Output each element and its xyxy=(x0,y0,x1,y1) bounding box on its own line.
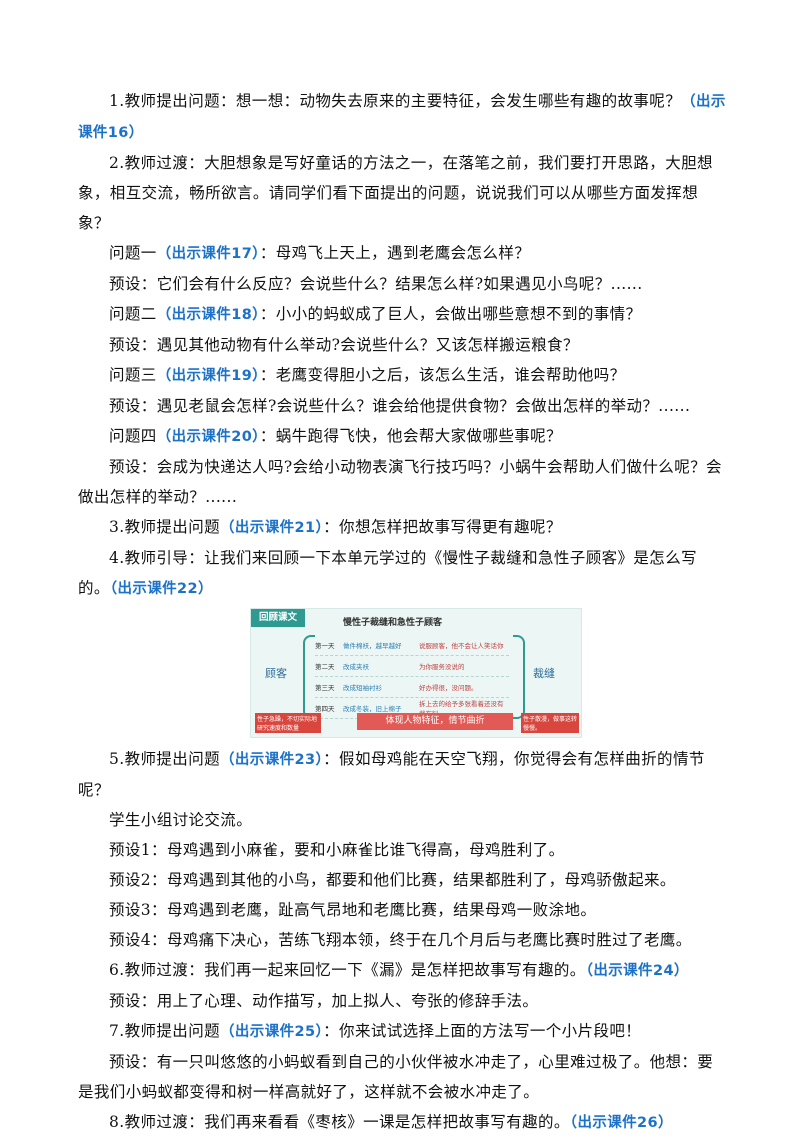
figure-row-tailor: 好办得很，没问题。 xyxy=(419,684,478,692)
figure-title: 慢性子裁缝和急性子顾客 xyxy=(343,618,443,628)
paragraph-text: 预设3：母鸡遇到老鹰，趾高气昂地和老鹰比赛，结果母鸡一败涂地。 xyxy=(109,901,597,919)
figure-row-customer: 做件棉袄，越早越好 xyxy=(343,642,402,650)
courseware-reference: （出示课件25） xyxy=(220,1024,324,1040)
paragraph-p7: 问题三（出示课件19）：老鹰变得胆小之后，该怎么生活，谁会帮助他吗？ xyxy=(78,360,728,391)
paragraph-text: 预设：它们会有什么反应？会说些什么？结果怎么样?如果遇见小鸟呢？...... xyxy=(109,275,643,293)
courseware-reference: （出示课件20） xyxy=(156,429,260,445)
figure-row-day: 第三天 xyxy=(315,684,335,692)
paragraph-text: 问题一 xyxy=(109,244,157,262)
paragraph-text: 预设2：母鸡遇到其他的小鸟，都要和他们比赛，结果都胜利了，母鸡骄傲起来。 xyxy=(109,871,676,889)
paragraph-text: 6.教师过渡：我们再一起来回忆一下《漏》是怎样把故事写有趣的。 xyxy=(109,961,586,979)
courseware-reference: （出示课件21） xyxy=(220,520,324,536)
figure-row: 第一天做件棉袄，越早越好 说服顾客，他不会让人笑话你 xyxy=(315,635,509,656)
paragraph-p4: 预设：它们会有什么反应？会说些什么？结果怎么样?如果遇见小鸟呢？...... xyxy=(78,269,728,299)
paragraph-text: 预设：用上了心理、动作描写，加上拟人、夸张的修辞手法。 xyxy=(109,992,539,1010)
paragraph-p12: 4.教师引导：让我们来回顾一下本单元学过的《慢性子裁缝和急性子顾客》是怎么写的。… xyxy=(78,543,728,604)
courseware-reference: （出示课件23） xyxy=(220,752,324,768)
document-body: 1.教师提出问题：想一想：动物失去原来的主要特征，会发生哪些有趣的故事呢？（出示… xyxy=(78,86,728,1138)
paragraph-text: ：老鹰变得胆小之后，该怎么生活，谁会帮助他吗？ xyxy=(259,366,626,384)
paragraph-text: 预设4：母鸡痛下决心，苦练飞翔本领，终于在几个月后与老鹰比赛时胜过了老鹰。 xyxy=(109,931,692,949)
courseware-reference: （出示课件26） xyxy=(569,1115,673,1131)
paragraph-q9: 7.教师提出问题（出示课件25）：你来试试选择上面的方法写一个小片段吧！ xyxy=(78,1016,728,1047)
figure-note-left: 性子急躁，不切实际地研究速度和数量 xyxy=(255,713,321,733)
paragraph-q8: 预设：用上了心理、动作描写，加上拟人、夸张的修辞手法。 xyxy=(78,986,728,1016)
figure-row-day: 第二天 xyxy=(315,663,335,671)
paragraph-text: 7.教师提出问题 xyxy=(109,1022,220,1040)
paragraph-text: 预设：会成为快递达人吗?会给小动物表演飞行技巧吗？小蜗牛会帮助人们做什么呢？会做… xyxy=(78,458,722,506)
paragraph-q7: 6.教师过渡：我们再一起来回忆一下《漏》是怎样把故事写有趣的。（出示课件24） xyxy=(78,955,728,986)
paragraph-text: 预设：有一只叫悠悠的小蚂蚁看到自己的小伙伴被水冲走了，心里难过极了。他想：要是我… xyxy=(78,1053,714,1101)
paragraph-text: 4.教师引导：让我们来回顾一下本单元学过的《慢性子裁缝和急性子顾客》是怎么写的。 xyxy=(78,549,697,597)
paragraph-p2: 2.教师过渡：大胆想象是写好童话的方法之一，在落笔之前，我们要打开思路，大胆想象… xyxy=(78,148,728,238)
paragraph-text: 预设：遇见其他动物有什么举动?会说些什么？又该怎样搬运粮食？ xyxy=(109,336,579,354)
paragraph-q3: 预设1：母鸡遇到小麻雀，要和小麻雀比谁飞得高，母鸡胜利了。 xyxy=(78,835,728,865)
figure-row-day: 第一天 xyxy=(315,642,335,650)
figure-row: 第二天改成夹袄 为你服务没说的 xyxy=(315,656,509,677)
paragraph-q11: 8.教师过渡：我们再来看看《枣核》一课是怎样把故事写有趣的。（出示课件26） xyxy=(78,1107,728,1138)
paragraph-p9: 问题四（出示课件20）：蜗牛跑得飞快，他会帮大家做哪些事呢？ xyxy=(78,421,728,452)
figure-rows: 第一天做件棉袄，越早越好说服顾客，他不会让人笑话你第二天改成夹袄为你服务没说的第… xyxy=(315,635,509,719)
right-brace xyxy=(513,635,525,719)
paragraph-p10: 预设：会成为快递达人吗?会给小动物表演飞行技巧吗？小蜗牛会帮助人们做什么呢？会做… xyxy=(78,452,728,512)
paragraph-text: 问题三 xyxy=(109,366,157,384)
paragraph-text: ：你想怎样把故事写得更有趣呢？ xyxy=(323,518,562,536)
courseware-slide-image: 回顾课文 慢性子裁缝和急性子顾客 顾客 第一天做件棉袄，越早越好 说服顾客，他不会… xyxy=(250,608,582,738)
paragraph-q4: 预设2：母鸡遇到其他的小鸟，都要和他们比赛，结果都胜利了，母鸡骄傲起来。 xyxy=(78,865,728,895)
paragraph-group-2: 5.教师提出问题（出示课件23）：假如母鸡能在天空飞翔，你觉得会有怎样曲折的情节… xyxy=(78,744,728,1138)
paragraph-p8: 预设：遇见老鼠会怎样?会说些什么？谁会给他提供食物？会做出怎样的举动？.....… xyxy=(78,391,728,421)
paragraph-text: 预设：遇见老鼠会怎样?会说些什么？谁会给他提供食物？会做出怎样的举动？.....… xyxy=(109,397,691,415)
figure-left-node: 顾客 xyxy=(265,667,287,680)
paragraph-q10: 预设：有一只叫悠悠的小蚂蚁看到自己的小伙伴被水冲走了，心里难过极了。他想：要是我… xyxy=(78,1047,728,1107)
courseware-reference: （出示课件19） xyxy=(156,368,260,384)
paragraph-text: 8.教师过渡：我们再来看看《枣核》一课是怎样把故事写有趣的。 xyxy=(109,1113,570,1131)
paragraph-text: 2.教师过渡：大胆想象是写好童话的方法之一，在落笔之前，我们要打开思路，大胆想象… xyxy=(78,154,713,232)
paragraph-text: ：你来试试选择上面的方法写一个小片段吧！ xyxy=(323,1022,642,1040)
paragraph-text: 问题四 xyxy=(109,427,157,445)
paragraph-p11: 3.教师提出问题（出示课件21）：你想怎样把故事写得更有趣呢？ xyxy=(78,512,728,543)
figure-row: 第三天改成短袖衬衫 好办得很，没问题。 xyxy=(315,677,509,698)
paragraph-text: 预设1：母鸡遇到小麻雀，要和小麻雀比谁飞得高，母鸡胜利了。 xyxy=(109,841,565,859)
figure-banner: 体现人物特征，情节曲折 xyxy=(357,713,513,730)
courseware-reference: （出示课件24） xyxy=(585,963,689,979)
paragraph-p1: 1.教师提出问题：想一想：动物失去原来的主要特征，会发生哪些有趣的故事呢？（出示… xyxy=(78,86,728,148)
paragraph-text: ：蜗牛跑得飞快，他会帮大家做哪些事呢？ xyxy=(259,427,562,445)
courseware-reference: （出示课件17） xyxy=(156,246,260,262)
figure-row-day: 第四天 xyxy=(315,705,335,713)
paragraph-text: ：母鸡飞上天上，遇到老鹰会怎么样？ xyxy=(259,244,531,262)
left-brace xyxy=(303,635,315,719)
paragraph-q2: 学生小组讨论交流。 xyxy=(78,805,728,835)
figure-row-tailor: 为你服务没说的 xyxy=(419,663,465,671)
figure-row-customer: 改成夹袄 xyxy=(343,663,369,671)
figure-row-customer: 改成冬装，旧上棉子 xyxy=(343,705,402,713)
figure-row-customer: 改成短袖衬衫 xyxy=(343,684,382,692)
courseware-reference: （出示课件22） xyxy=(109,581,213,597)
paragraph-p6: 预设：遇见其他动物有什么举动?会说些什么？又该怎样搬运粮食？ xyxy=(78,330,728,360)
figure-row-tailor: 说服顾客，他不会让人笑话你 xyxy=(419,642,504,650)
figure-tag: 回顾课文 xyxy=(251,609,306,627)
paragraph-text: 问题二 xyxy=(109,305,157,323)
paragraph-text: 学生小组讨论交流。 xyxy=(109,811,253,829)
paragraph-p3: 问题一（出示课件17）：母鸡飞上天上，遇到老鹰会怎么样？ xyxy=(78,238,728,269)
paragraph-p5: 问题二（出示课件18）：小小的蚂蚁成了巨人，会做出哪些意想不到的事情？ xyxy=(78,299,728,330)
paragraph-q6: 预设4：母鸡痛下决心，苦练飞翔本领，终于在几个月后与老鹰比赛时胜过了老鹰。 xyxy=(78,925,728,955)
paragraph-q5: 预设3：母鸡遇到老鹰，趾高气昂地和老鹰比赛，结果母鸡一败涂地。 xyxy=(78,895,728,925)
paragraph-q1: 5.教师提出问题（出示课件23）：假如母鸡能在天空飞翔，你觉得会有怎样曲折的情节… xyxy=(78,744,728,805)
paragraph-text: 3.教师提出问题 xyxy=(109,518,220,536)
paragraph-text: 5.教师提出问题 xyxy=(109,750,220,768)
paragraph-text: ：假如母鸡能在天空飞翔，你觉得会有怎样曲折的情节呢？ xyxy=(78,750,705,799)
courseware-reference: （出示课件16） xyxy=(78,94,726,141)
paragraph-text: 1.教师提出问题：想一想：动物失去原来的主要特征，会发生哪些有趣的故事呢？ xyxy=(109,92,682,110)
figure-note-right: 性子散漫，做事这转慢慢。 xyxy=(521,713,579,733)
figure-right-node: 裁缝 xyxy=(533,667,555,680)
courseware-reference: （出示课件18） xyxy=(156,307,260,323)
paragraph-group-1: 1.教师提出问题：想一想：动物失去原来的主要特征，会发生哪些有趣的故事呢？（出示… xyxy=(78,86,728,604)
paragraph-text: ：小小的蚂蚁成了巨人，会做出哪些意想不到的事情？ xyxy=(259,305,642,323)
